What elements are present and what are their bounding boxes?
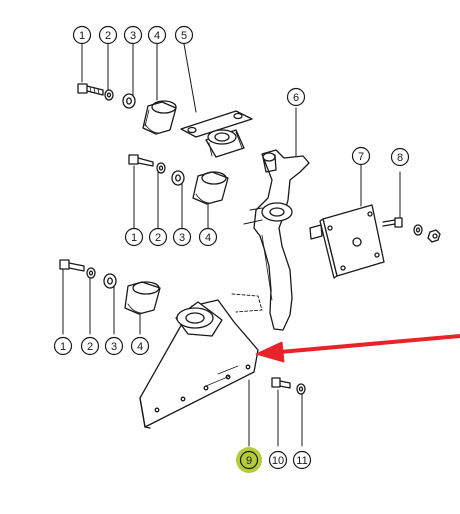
washer-part-3-row3 xyxy=(103,273,117,289)
callout-label: 11 xyxy=(296,455,307,467)
bolt-part-1-row2 xyxy=(128,154,154,167)
callout-10: 10 xyxy=(268,450,288,470)
callout-label: 1 xyxy=(131,232,137,244)
callout-label: 2 xyxy=(155,232,161,244)
washer-part-3-row1 xyxy=(122,93,136,109)
bolt-part-10 xyxy=(271,377,291,389)
leader-lines-row2 xyxy=(133,165,209,229)
washer-part-11 xyxy=(296,383,306,395)
washer-part-2-row1 xyxy=(104,89,114,101)
callout-5: 5 xyxy=(174,25,194,45)
callout-4: 4 xyxy=(130,336,150,356)
callout-label: 5 xyxy=(181,30,187,42)
callout-label: 9 xyxy=(246,455,252,467)
callout-label: 1 xyxy=(60,341,66,353)
callout-label: 8 xyxy=(397,152,403,164)
callout-8: 8 xyxy=(390,147,410,167)
callout-label: 1 xyxy=(79,30,85,42)
callout-3: 3 xyxy=(104,336,124,356)
pointer-arrow xyxy=(255,334,460,363)
callout-numbers: 1 2 3 4 5 6 1 2 3 4 7 8 1 2 3 4 9 10 11 xyxy=(53,25,410,470)
washer-part-2-row3 xyxy=(86,267,96,279)
callout-7: 7 xyxy=(351,146,371,166)
lever-part-6 xyxy=(243,107,310,331)
callout-6: 6 xyxy=(286,87,306,107)
callout-label: 7 xyxy=(358,151,364,163)
bolt-part-1-row1 xyxy=(77,83,104,96)
callout-label: 4 xyxy=(154,30,160,42)
callout-9: 9 xyxy=(239,450,259,470)
washer-part-3-row2 xyxy=(171,170,185,186)
callout-11: 11 xyxy=(292,450,312,470)
bracket-part-5 xyxy=(180,110,253,158)
callout-label: 6 xyxy=(293,92,299,104)
callout-label: 4 xyxy=(137,341,143,353)
leader-lines-row3 xyxy=(62,269,303,447)
callout-label: 2 xyxy=(105,30,111,42)
callout-label: 10 xyxy=(272,455,284,467)
callout-2: 2 xyxy=(98,25,118,45)
callout-3: 3 xyxy=(123,25,143,45)
bushing-part-4-row2 xyxy=(192,171,229,205)
callout-label: 3 xyxy=(130,30,136,42)
bracket-part-9 xyxy=(139,293,263,429)
bushing-part-4-row3 xyxy=(124,281,161,315)
callout-1: 1 xyxy=(72,25,92,45)
callout-1: 1 xyxy=(53,336,73,356)
callout-1: 1 xyxy=(124,227,144,247)
callout-label: 4 xyxy=(205,232,211,244)
callout-4: 4 xyxy=(198,227,218,247)
callout-label: 3 xyxy=(179,232,185,244)
callout-3: 3 xyxy=(172,227,192,247)
callout-4: 4 xyxy=(147,25,167,45)
bolt-part-8 xyxy=(382,171,441,243)
leader-lines-row1 xyxy=(81,43,197,113)
highlight-part-9 xyxy=(236,447,262,473)
callout-2: 2 xyxy=(148,227,168,247)
bolt-part-1-row3 xyxy=(59,259,85,272)
washer-part-2-row2 xyxy=(156,162,166,174)
callout-2: 2 xyxy=(80,336,100,356)
plate-part-7 xyxy=(309,164,385,279)
callout-label: 2 xyxy=(87,341,93,353)
callout-label: 3 xyxy=(111,341,117,353)
bushing-part-4-row1 xyxy=(142,100,177,135)
